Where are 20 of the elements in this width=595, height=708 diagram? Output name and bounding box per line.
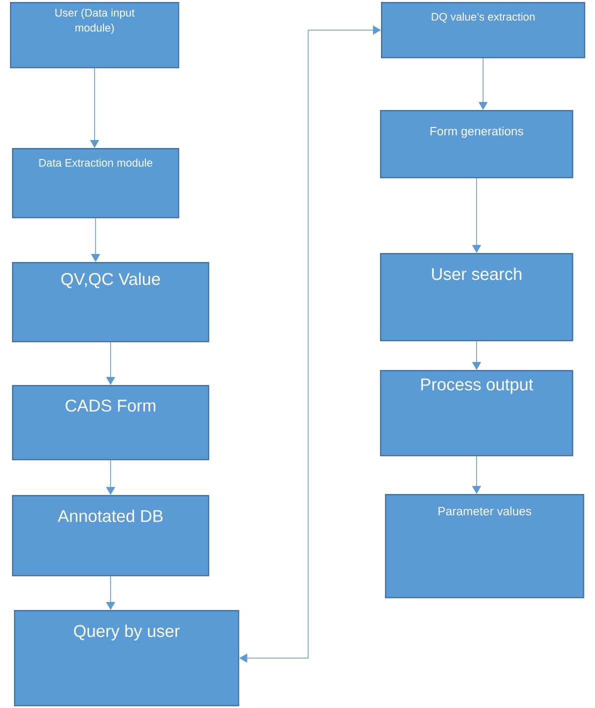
- process-box: Annotated DB: [12, 495, 210, 576]
- process-box: CADS Form: [12, 384, 210, 460]
- arrow: [106, 342, 116, 385]
- arrow: [106, 460, 116, 495]
- arrow: [91, 218, 100, 262]
- arrow: [478, 58, 488, 110]
- process-box: Process output: [380, 370, 574, 456]
- process-box: User (Data input module): [10, 2, 180, 68]
- process-box: QV,QC Value: [12, 262, 210, 342]
- process-box: Query by user: [14, 610, 240, 706]
- process-box: User search: [380, 253, 574, 342]
- process-box: Form generations: [380, 110, 574, 178]
- arrow: [106, 576, 116, 610]
- process-box: Parameter values: [385, 494, 584, 598]
- arrow: [472, 456, 482, 494]
- arrow: [472, 340, 482, 370]
- process-box: DQ value’s extraction: [381, 2, 586, 58]
- arrow: [90, 68, 100, 148]
- process-box: Data Extraction module: [12, 148, 180, 218]
- arrow: [472, 178, 482, 253]
